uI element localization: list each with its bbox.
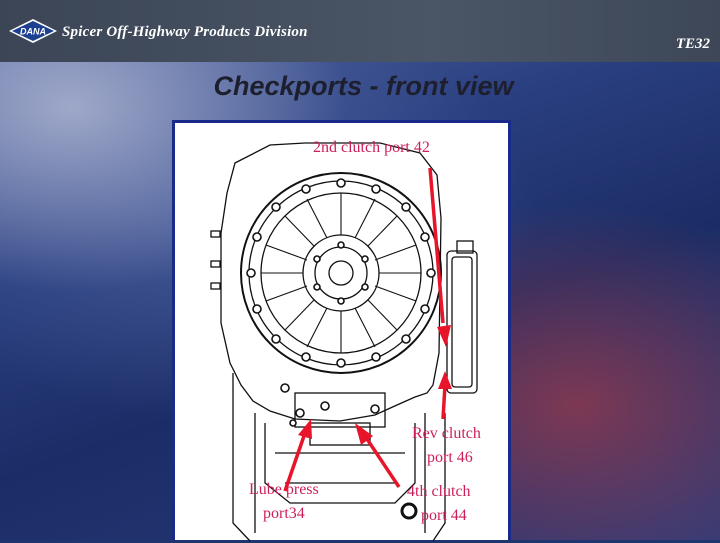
slide-title: Checkports - front view [213, 71, 514, 101]
label-lube-press-line2: port34 [263, 505, 305, 522]
svg-text:DANA: DANA [20, 27, 46, 37]
diagram-panel: 2nd clutch port 42 Rev clutch port 46 Lu… [172, 120, 511, 542]
header-bar: DANA Spicer Off-Highway Products Divisio… [0, 0, 720, 62]
label-rev-clutch-line1: Rev clutch [412, 425, 481, 442]
label-rev-clutch-line2: port 46 [427, 449, 473, 466]
label-lube-press-line1: Lube press [249, 481, 319, 498]
label-2nd-clutch-port-42: 2nd clutch port 42 [313, 139, 430, 156]
division-name: Spicer Off-Highway Products Division [62, 24, 308, 40]
label-4th-clutch-line1: 4th clutch [407, 483, 471, 500]
transmission-front-view-drawing [210, 142, 478, 542]
label-4th-clutch-line2: port 44 [421, 507, 467, 524]
dana-logo: DANA [9, 19, 57, 43]
slide-code: TE32 [675, 36, 710, 52]
